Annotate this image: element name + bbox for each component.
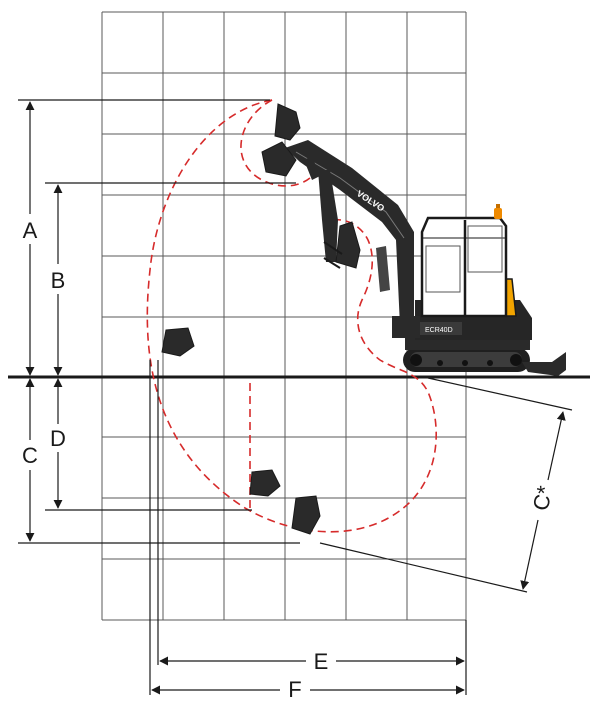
track xyxy=(403,348,530,372)
label-c-star: C* xyxy=(528,483,558,513)
dozer-blade-icon xyxy=(522,352,566,376)
model-badge: ECR40D xyxy=(425,327,453,334)
arm xyxy=(304,156,338,262)
label-d: D xyxy=(50,426,66,451)
label-c: C xyxy=(22,443,38,468)
dimensions xyxy=(18,99,573,695)
label-b: B xyxy=(51,268,66,293)
reach-envelope xyxy=(146,99,437,533)
label-f: F xyxy=(288,677,301,698)
excavator: ECR40D VOLVO xyxy=(285,140,566,376)
label-a: A xyxy=(23,218,38,243)
cab xyxy=(420,216,508,318)
warning-beacon-icon xyxy=(494,204,502,219)
label-e: E xyxy=(314,649,329,674)
bucket-icon xyxy=(161,103,361,535)
